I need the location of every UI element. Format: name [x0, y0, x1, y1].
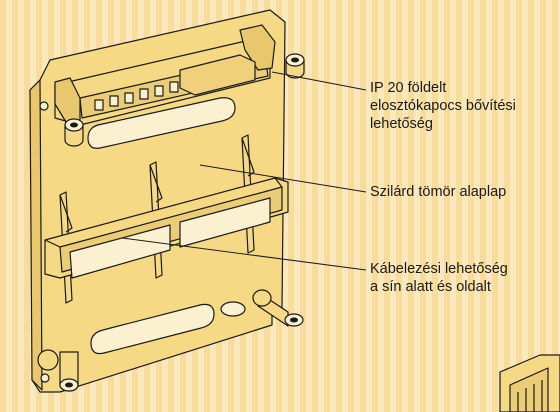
leader-line	[271, 71, 367, 91]
leader-line	[199, 164, 367, 193]
support-fin-edge	[149, 164, 163, 203]
left-flange	[29, 79, 43, 391]
top-slot	[87, 97, 236, 149]
mounting-hole	[40, 373, 50, 383]
callout-cabling-option: Kábelezési lehetőség a sín alatt és olda…	[370, 261, 508, 295]
terminal-end-cap	[239, 24, 276, 71]
standoff-post	[64, 118, 84, 147]
support-fin-edge	[59, 194, 73, 233]
standoff-post	[285, 53, 305, 79]
mounting-hole	[39, 101, 49, 111]
din-rail-window	[69, 224, 171, 279]
bottom-slot	[90, 303, 215, 355]
adjacent-box	[499, 354, 560, 412]
leader-line	[121, 237, 367, 271]
callout-solid-base-plate: Szilárd tömör alaplap	[370, 184, 507, 200]
support-fin-edge	[241, 137, 255, 177]
callout-terminal-block-expansion: IP 20 földelt elosztókapocs bővítési leh…	[370, 80, 516, 132]
din-rail-window	[179, 197, 271, 248]
standoff-post	[252, 289, 304, 327]
standoff-post	[37, 349, 79, 392]
terminal-block-top	[179, 54, 256, 96]
mounting-slot	[220, 301, 246, 317]
